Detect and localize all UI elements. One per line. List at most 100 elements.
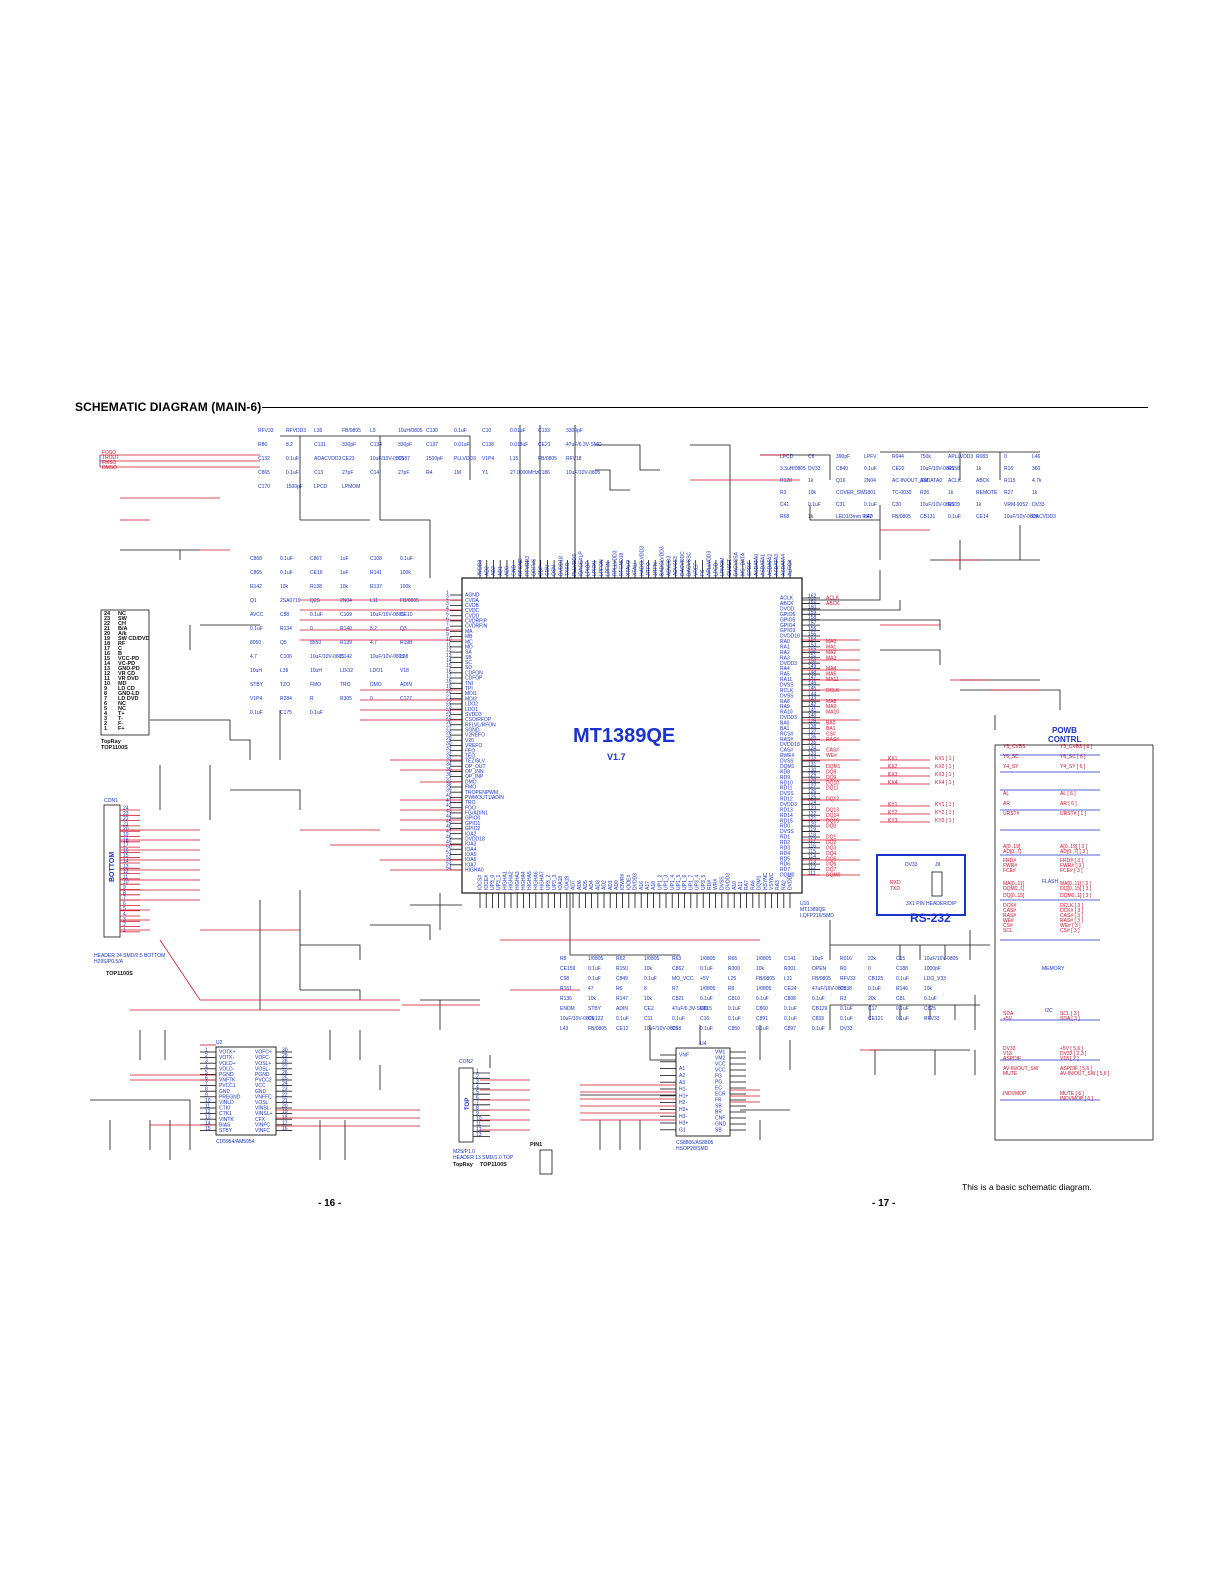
right-signal-label: AL <box>1003 791 1009 797</box>
pickup-pin-number: 24 <box>104 611 111 617</box>
mid-component-label: L11 <box>370 598 378 604</box>
ic-bottom-pin-label: HIGHA6 <box>533 871 539 890</box>
ic-right-pin-label: DVSS <box>780 791 794 797</box>
bottom-component-label: FB/0805 <box>812 976 831 982</box>
mid-component-label: 0 <box>310 626 313 632</box>
con1-pin-number: 23 <box>123 811 129 817</box>
ic-right-pin-label: RAS# <box>780 737 793 743</box>
ic-top-pin-label: ASDATA0 <box>754 554 760 576</box>
pickup-pin-number: 12 <box>104 671 110 677</box>
right-signal-target: AL [ 6 ] <box>1060 791 1076 797</box>
ic-left-pin-number: 52 <box>446 855 452 861</box>
u4-left-pin-label: A1 <box>679 1066 685 1072</box>
pickup-pin-signal: T+ <box>118 711 125 717</box>
mid-component-label: 10uF/10V-0805 <box>310 654 344 660</box>
top-component-label: C130 <box>426 428 438 434</box>
bottom-component-label: R300 <box>728 966 740 972</box>
top-right-component-label: 2N04 <box>864 478 876 484</box>
u4-left-pin-label: H2- <box>679 1100 687 1106</box>
powb-title-1: POWB <box>1052 726 1077 735</box>
u2-right-pin-number: 29 <box>282 1053 288 1059</box>
right-signal-label: SCL <box>1003 928 1013 934</box>
ic-left-pin-label: MC <box>465 639 473 645</box>
footer-note: This is a basic schematic diagram. <box>962 1182 1092 1192</box>
key-matrix-target: KX1 [ 1 ] <box>935 756 955 762</box>
u2-right-pin-label: VINSL+ <box>255 1111 272 1117</box>
top-right-component-label: L47 <box>864 514 873 520</box>
ic-right-pin-label: RA2 <box>780 650 790 656</box>
u2-left-pin-number: 3 <box>205 1059 208 1065</box>
bottom-component-label: C850 <box>728 1026 740 1032</box>
ic-left-pin-label: CVDB <box>465 603 480 609</box>
pickup-pin-signal: VCC-PD <box>118 656 139 662</box>
mid-component-label: TZO <box>280 682 290 688</box>
con1-pin-number: 11 <box>123 874 128 880</box>
pickup-pin-number: 18 <box>104 641 110 647</box>
ic-right-pin-label: DVDD <box>780 606 795 612</box>
ic-left-pin-number: 23 <box>446 705 452 711</box>
ic-right-net-label: MA9 <box>826 704 837 710</box>
ic-left-pin-number: 30 <box>446 741 452 747</box>
con2-pin-number: 6 <box>476 1095 479 1101</box>
mid-component-label: LDO1 <box>370 668 383 674</box>
top-component-label: FB/0805 <box>342 428 361 434</box>
top-component-label: RFV33 <box>258 428 274 434</box>
con2-pin-number: 13 <box>476 1132 482 1138</box>
ic-left-pin-label: OP_INN <box>465 769 484 775</box>
ic-right-pin-number: 147 <box>808 675 817 681</box>
bottom-component-label: C17 <box>868 1006 877 1012</box>
ic-left-pin-label: IOA6 <box>465 857 477 863</box>
right-signal-label: SDA <box>1003 1011 1014 1017</box>
mid-component-label: R <box>310 696 314 702</box>
ic-right-pin-label: RCS# <box>780 731 794 737</box>
u2-left-pin-label: VINLD <box>219 1100 234 1106</box>
bottom-component-label: OPEN <box>812 966 827 972</box>
pickup-model: TOP1100S <box>101 745 128 751</box>
pickup-pin-number: 3 <box>104 716 107 722</box>
u2-left-pin-label: GND <box>219 1089 231 1095</box>
u2-right-pin-number: 27 <box>282 1064 288 1070</box>
ic-left-pin-number: 43 <box>446 808 452 814</box>
bottom-component-label: 10uF <box>812 956 823 962</box>
mid-component-label: Q3 <box>400 626 407 632</box>
bottom-component-label: 0.1uF <box>700 996 713 1002</box>
pickup-pin-signal: VC-PD <box>118 661 135 667</box>
page-title: SCHEMATIC DIAGRAM (MAIN-6) <box>75 400 262 414</box>
ic-top-pin-label: ASDATA1 <box>761 554 767 576</box>
bottom-component-label: L43 <box>560 1026 569 1032</box>
bottom-component-label: 22k <box>868 956 877 962</box>
top-component-label: LPCD <box>314 484 328 490</box>
pin-header-label: PIN1 <box>530 1142 542 1148</box>
ic-top-pin-label: ASDATA2 <box>767 554 773 576</box>
pickup-pin-number: 8 <box>104 691 107 697</box>
ic-left-pin-label: FEO <box>465 748 475 754</box>
top-right-component-label: AC-IN/OUT_SW <box>892 478 929 484</box>
ic-left-pin-label: FMO <box>465 785 476 791</box>
ic-left-pin-label: GPIO2 <box>465 826 481 832</box>
top-component-label: 1500pF <box>286 484 303 490</box>
u4-right-pin-label: SB <box>715 1104 722 1110</box>
right-signal-target: FWR# [ 3 ] <box>1060 863 1085 869</box>
u2-right-pin-number: 16 <box>282 1126 288 1132</box>
ic-left-pin-label: V20 <box>465 738 474 744</box>
u2-left-pin-number: 8 <box>205 1087 208 1093</box>
pickup-pin-number: 5 <box>104 706 107 712</box>
ic-right-pin-number: 146 <box>808 680 817 686</box>
ic-left-pin-number: 38 <box>446 782 452 788</box>
right-signal-label: FRD# <box>1003 858 1016 864</box>
con1-pin-number: 1 <box>123 927 126 933</box>
ic-bottom-pin-label: AD5 <box>583 880 589 890</box>
ic-right-pin-number: 149 <box>808 664 817 670</box>
mid-component-label: 8.2 <box>370 626 377 632</box>
u4-right-pin-label: ECR <box>715 1092 726 1098</box>
u2-right-pin-label: VNFFC <box>255 1094 272 1100</box>
con1-pin-number: 14 <box>123 859 129 865</box>
top-component-label: 47uF/6.3V-SMD <box>566 442 602 448</box>
bottom-component-label: C821 <box>672 996 684 1002</box>
key-matrix-target: KY1 [ 1 ] <box>935 802 955 808</box>
u4-left-pin-label: G1 <box>679 1127 686 1133</box>
con1-pin-number: 7 <box>123 896 126 902</box>
